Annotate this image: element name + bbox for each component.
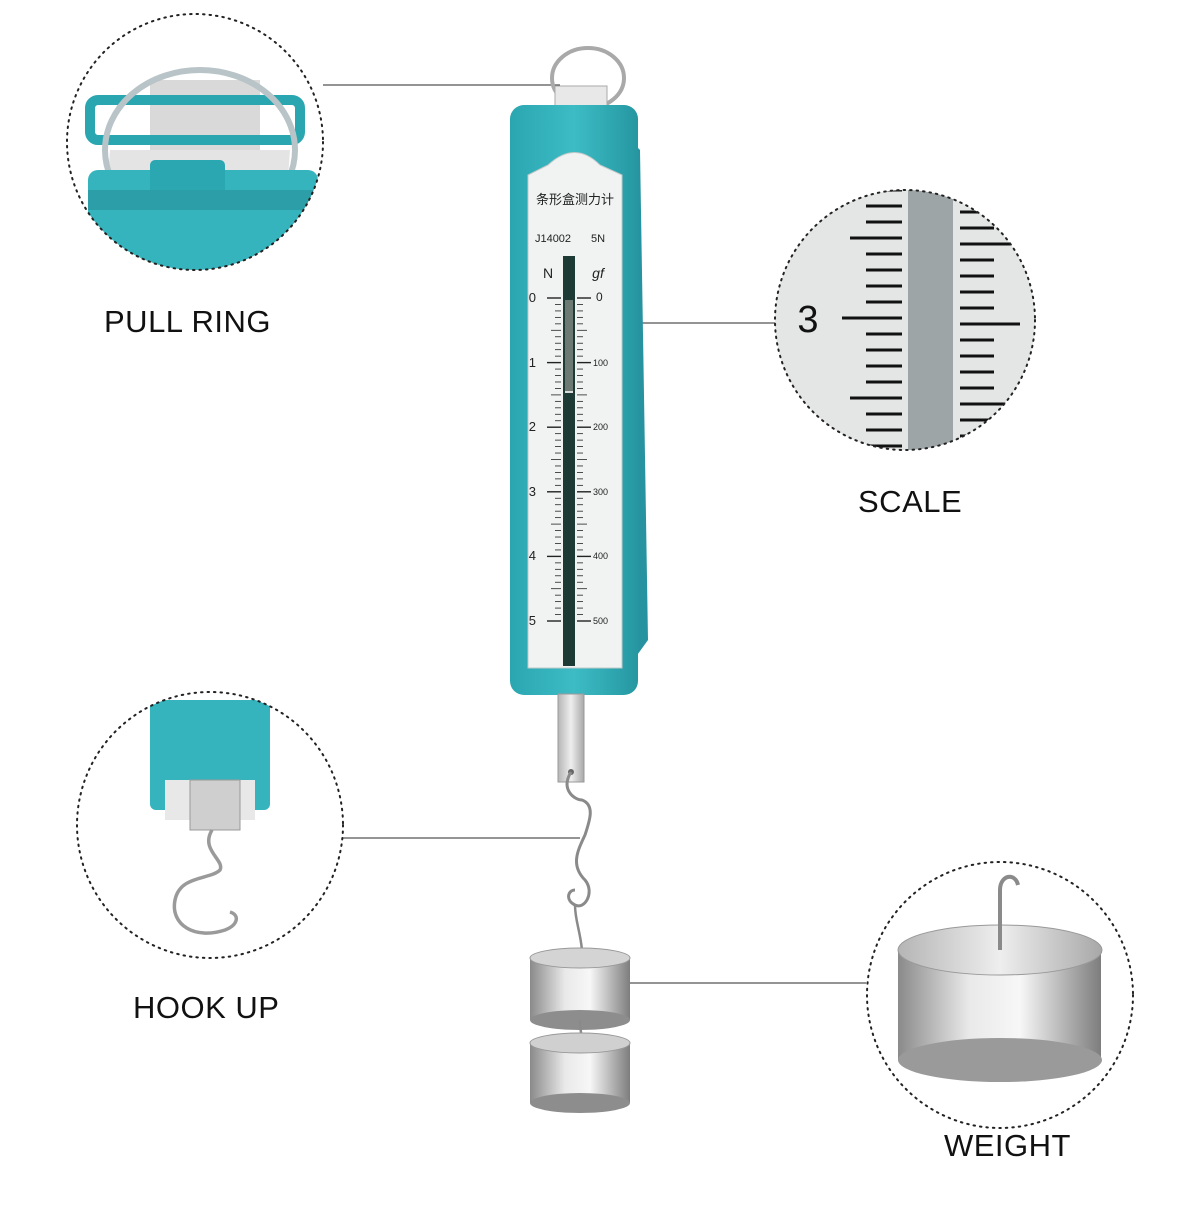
gram-tick-label: 400 (593, 551, 608, 561)
unit-left: N (543, 265, 553, 281)
newton-tick-label: 2 (529, 419, 536, 434)
zoom-s-hook-icon (172, 829, 238, 935)
zoom-housing-top (85, 95, 305, 145)
zoom-weight (866, 861, 1134, 1129)
hook-tab (557, 693, 585, 783)
zoom-hook (76, 691, 344, 959)
unit-right: gf (592, 265, 606, 281)
device-model: J14002 (535, 233, 571, 245)
newton-tick-label: 0 (529, 290, 536, 305)
gram-tick-label: 0 (596, 290, 603, 304)
weight-hook (573, 904, 584, 951)
s-hook-icon (565, 771, 592, 908)
gram-tick-label: 300 (593, 487, 608, 497)
label-hook-up: HOOK UP (133, 990, 280, 1025)
zoom-weight-hook-icon (998, 874, 1020, 950)
spring-indicator (565, 300, 573, 392)
gram-tick-label: 200 (593, 422, 608, 432)
zoom-scale-number: 3 (797, 299, 818, 341)
label-weight: WEIGHT (944, 1128, 1071, 1163)
gram-tick-label: 500 (593, 616, 608, 626)
spring-scale: 条形盒测力计 J14002 5N N gf 0 1 2 3 4 5 0 100 … (510, 46, 648, 1113)
zoom-pull-ring (66, 13, 324, 271)
gram-tick-label: 100 (593, 358, 608, 368)
scale-ticks (547, 297, 591, 622)
newton-tick-label: 3 (529, 484, 536, 499)
label-scale: SCALE (858, 484, 963, 519)
newton-tick-label: 4 (529, 548, 536, 563)
zoom-scale: 3 (774, 189, 1036, 451)
label-pull-ring: PULL RING (104, 304, 272, 339)
device-title: 条形盒测力计 (536, 192, 614, 207)
newton-tick-label: 1 (529, 355, 536, 370)
scale-tick-labels: 0 1 2 3 4 5 0 100 200 300 400 500 (529, 290, 608, 628)
device-capacity: 5N (591, 233, 605, 245)
zoom-slot (908, 190, 953, 450)
newton-tick-label: 5 (529, 613, 536, 628)
